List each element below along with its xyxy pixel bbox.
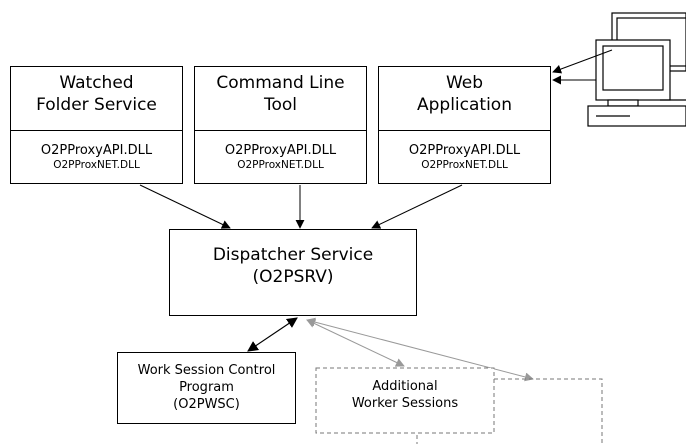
divider: [379, 130, 550, 131]
arrow-watched-to-dispatcher: [139, 184, 231, 229]
arrow-web-to-dispatcher: [371, 184, 463, 229]
dll-secondary: O2PProxNET.DLL: [53, 159, 140, 171]
additional-sessions-back-box: [494, 378, 603, 444]
divider: [195, 130, 366, 131]
command-line-tool-box: Command Line Tool O2PProxyAPI.DLL O2PPro…: [194, 66, 367, 184]
watched-folder-service-box: Watched Folder Service O2PProxyAPI.DLL O…: [10, 66, 183, 184]
computer-icon: [587, 12, 686, 127]
service-title: Watched Folder Service: [36, 73, 157, 115]
divider: [11, 130, 182, 131]
dispatcher-service-box: Dispatcher Service (O2PSRV): [169, 229, 417, 316]
web-application-box: Web Application O2PProxyAPI.DLL O2PProxN…: [378, 66, 551, 184]
work-session-control-box: Work Session Control Program (O2PWSC): [117, 352, 296, 424]
dll-primary: O2PProxyAPI.DLL: [408, 143, 521, 158]
additional-sessions-front-box: [315, 367, 495, 434]
dll-secondary: O2PProxNET.DLL: [237, 159, 324, 171]
arrow-computer-to-web-1: [552, 49, 613, 74]
arrow-dispatcher-additional-1: [306, 319, 405, 367]
arrow-dispatcher-additional-2: [306, 317, 534, 382]
service-title: Command Line Tool: [216, 73, 345, 115]
dll-primary: O2PProxyAPI.DLL: [40, 143, 153, 158]
additional-sessions-label: Additional Worker Sessions: [351, 379, 459, 411]
arrow-dispatcher-work-session: [247, 317, 298, 352]
service-title: Web Application: [417, 73, 512, 115]
work-session-title: Work Session Control Program (O2PWSC): [137, 363, 276, 412]
dispatcher-title: Dispatcher Service (O2PSRV): [212, 245, 374, 287]
dll-primary: O2PProxyAPI.DLL: [224, 143, 337, 158]
dll-secondary: O2PProxNET.DLL: [421, 159, 508, 171]
